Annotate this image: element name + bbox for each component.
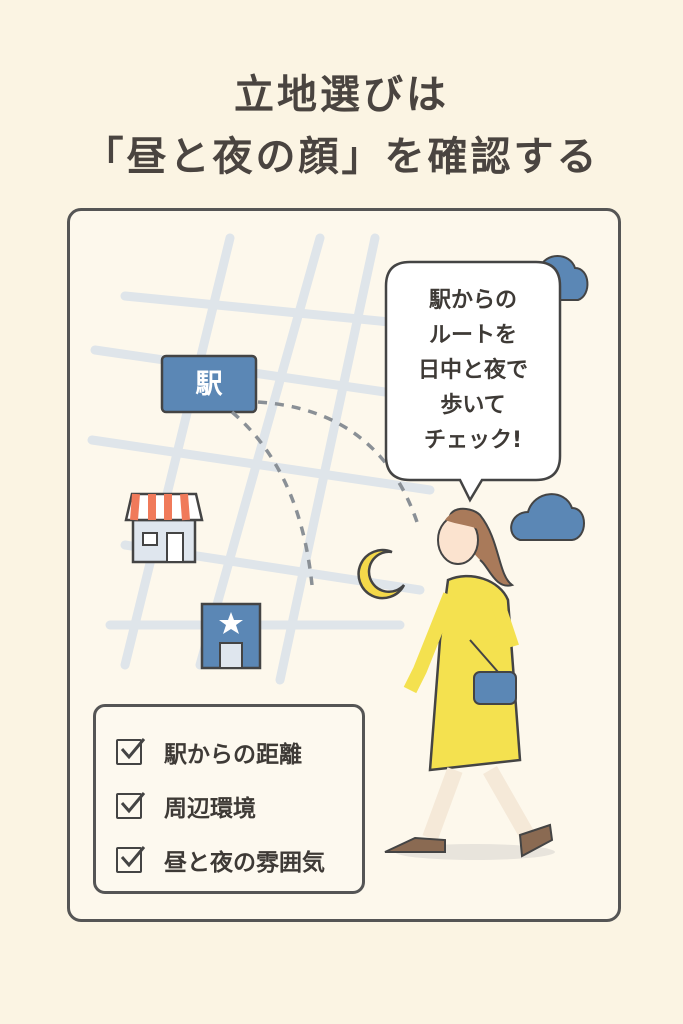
walking-woman — [384, 507, 555, 860]
bubble-line: 日中と夜で — [417, 357, 528, 383]
title-line-2: 「昼と夜の顔」を確認する — [83, 134, 600, 180]
checklist-item: 駅からの距離 — [116, 725, 362, 779]
checklist-item: 周辺環境 — [116, 779, 362, 833]
checklist-label: 周辺環境 — [164, 796, 256, 822]
bubble-line: ルートを — [428, 322, 517, 348]
speech-bubble-text: 駅からの ルートを 日中と夜で 歩いて チェック! — [388, 262, 558, 478]
checklist: 駅からの距離 周辺環境 昼と夜の雰囲気 — [93, 704, 365, 894]
moon-icon — [357, 548, 406, 600]
title-line-1: 立地選びは — [234, 72, 449, 118]
checklist-label: 昼と夜の雰囲気 — [164, 850, 325, 876]
checkbox-checked-icon — [116, 792, 146, 819]
bubble-line: 歩いて — [440, 392, 506, 418]
bubble-line: チェック! — [423, 427, 523, 453]
bubble-line: 駅からの — [428, 287, 517, 313]
checkbox-checked-icon — [116, 846, 146, 873]
checkbox-checked-icon — [116, 738, 146, 765]
shop-icon — [124, 492, 204, 564]
checklist-item: 昼と夜の雰囲気 — [116, 833, 362, 887]
station-label: 駅 — [196, 369, 223, 400]
speech-bubble — [384, 260, 562, 503]
building-icon — [200, 602, 262, 670]
route-dashes — [230, 400, 420, 586]
checklist-label: 駅からの距離 — [164, 742, 302, 768]
station-sign: 駅 — [160, 354, 258, 414]
